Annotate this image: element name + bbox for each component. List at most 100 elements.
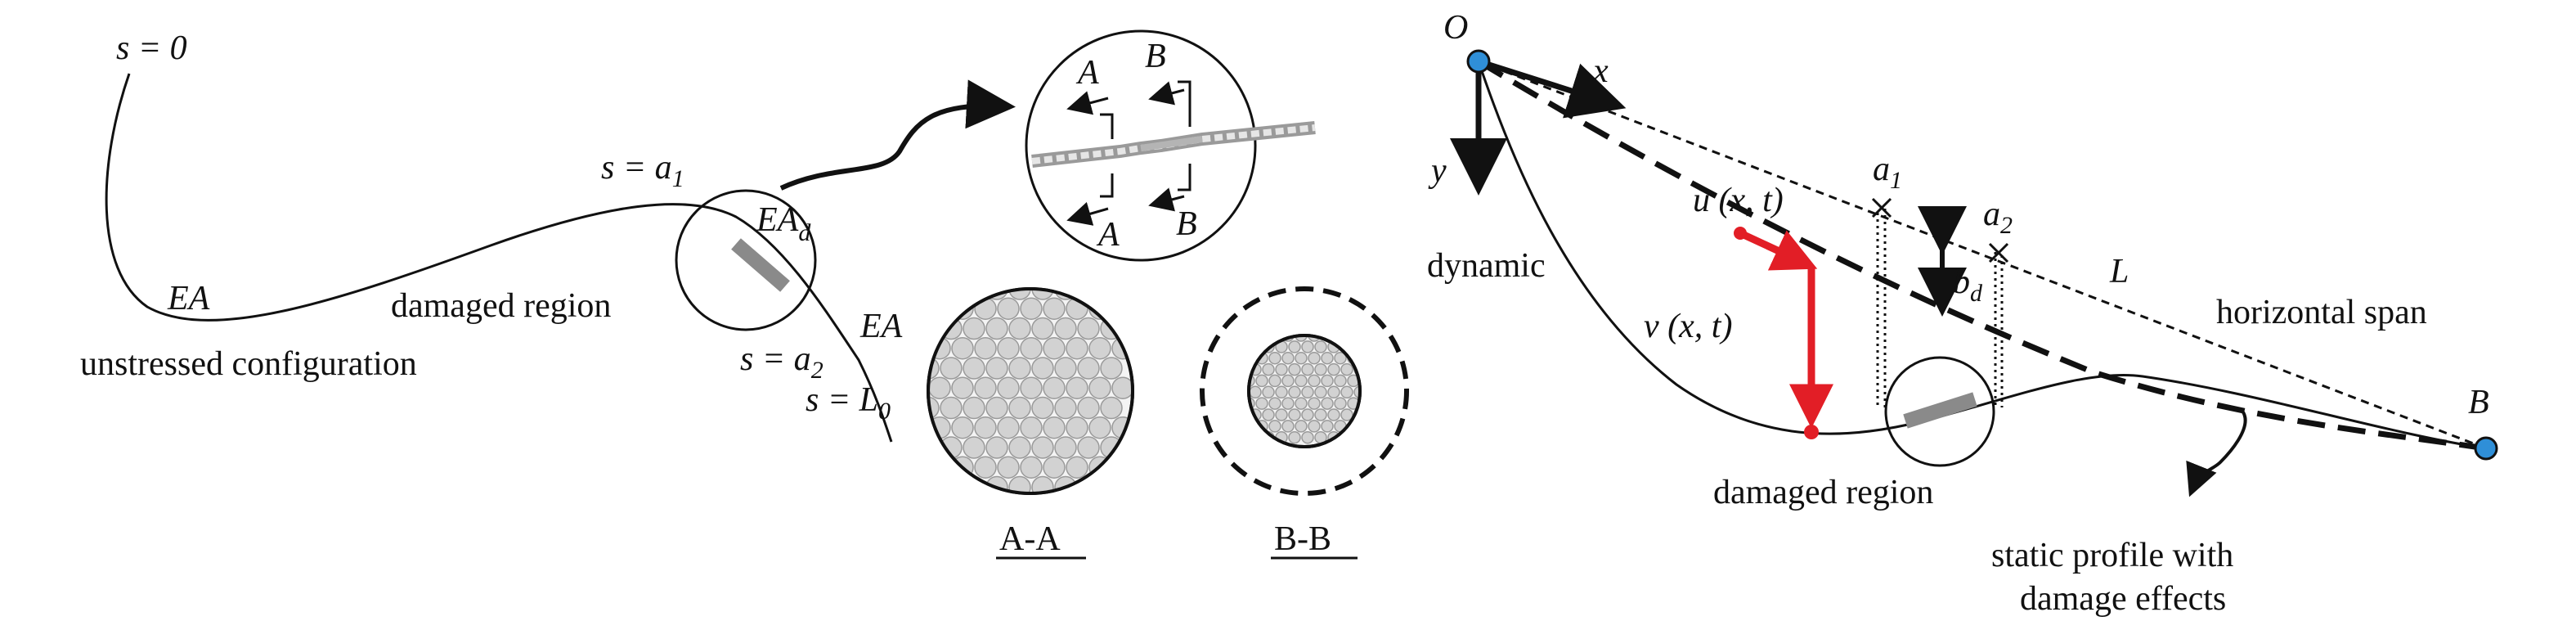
cut-mark-a-icon <box>1066 91 1114 226</box>
wire-strand <box>997 376 1020 399</box>
static-profile-pointer <box>2186 407 2247 497</box>
label-a2: a2 <box>1983 196 2013 239</box>
wire-strand <box>1262 362 1275 376</box>
wire-strand <box>1077 289 1100 300</box>
wire-strand <box>1043 456 1066 479</box>
wire-strand <box>951 376 974 399</box>
wire-strand <box>1314 385 1327 399</box>
wire-strand <box>940 357 963 380</box>
wire-strand <box>1066 456 1088 479</box>
wire-strand <box>1275 362 1288 376</box>
wire-strand <box>928 317 940 340</box>
wire-strand <box>974 336 997 360</box>
label-s0: s = 0 <box>116 29 187 67</box>
wire-strand <box>1353 385 1360 399</box>
wire-strand <box>997 297 1020 320</box>
wire-strand <box>1288 385 1301 399</box>
label-y-axis: y <box>1428 152 1447 190</box>
wire-strand <box>1008 357 1031 380</box>
wire-strand <box>1111 297 1133 320</box>
x-axis-arrow <box>1477 58 1627 119</box>
wire-strand <box>928 297 951 320</box>
wire-strand <box>985 317 1008 340</box>
wire-strand <box>1043 376 1066 399</box>
wire-strand <box>1288 340 1301 353</box>
wire-strand <box>1334 397 1347 410</box>
wire-strand <box>1100 357 1123 380</box>
right-panel: O x y dynamic u (x, t) v (x, t) a1 a2 bd… <box>1427 9 2498 618</box>
wire-strand <box>1321 420 1334 433</box>
dynamic-point-dot <box>1804 425 1819 439</box>
wire-strand <box>928 396 940 420</box>
wire-strand <box>1031 396 1054 420</box>
wire-strand <box>940 475 963 493</box>
wire-strand <box>940 289 963 300</box>
wire-strand <box>1340 362 1353 376</box>
wire-strand <box>1020 297 1043 320</box>
zoom-detail-circle-icon <box>1025 29 1257 262</box>
wire-strand <box>1347 335 1360 342</box>
wire-strand <box>974 456 997 479</box>
wire-strand <box>1334 351 1347 365</box>
wire-strand <box>928 436 940 459</box>
wire-strand <box>1249 385 1262 399</box>
wire-strand <box>1031 317 1054 340</box>
wire-strand <box>1249 340 1262 353</box>
wire-strand <box>985 436 1008 459</box>
wire-strand <box>1111 376 1133 399</box>
wire-strand <box>1008 289 1031 300</box>
wire-strand <box>963 357 985 380</box>
zoomed-wire <box>1031 121 1316 168</box>
label-damaged-region-right: damaged region <box>1713 474 1933 511</box>
left-panel: s = 0 s = a1 EA EAd damaged region unstr… <box>80 29 1409 560</box>
wire-strand <box>1249 351 1255 365</box>
wire-strand <box>1295 374 1308 388</box>
wire-strand <box>928 456 951 479</box>
wire-strand <box>940 396 963 420</box>
wire-strand <box>1308 374 1321 388</box>
wire-strand <box>1268 397 1281 410</box>
label-s-l0: s = L0 <box>806 381 891 425</box>
wire-strand <box>1301 340 1314 353</box>
label-s-a2: s = a2 <box>740 340 824 384</box>
damage-zoom-circle <box>675 189 817 331</box>
cross-mark-a1-icon <box>1871 197 1892 218</box>
wire-strand <box>951 416 974 439</box>
wire-strand <box>997 456 1020 479</box>
intact-boundary-circle <box>1200 286 1409 496</box>
wire-strand <box>1262 408 1275 421</box>
wire-strand <box>1031 357 1054 380</box>
wire-strand <box>1020 376 1043 399</box>
wire-strand <box>1100 289 1123 300</box>
wire-strand <box>1301 362 1314 376</box>
wire-strand <box>1077 317 1100 340</box>
wire-strand <box>1255 397 1268 410</box>
wire-strand <box>1054 436 1077 459</box>
wire-strand <box>1340 408 1353 421</box>
wire-strand <box>1008 436 1031 459</box>
wire-strand <box>928 289 940 300</box>
wire-strand <box>1314 408 1327 421</box>
wire-strand <box>1088 376 1111 399</box>
label-end-b: B <box>2468 384 2489 421</box>
wire-strand <box>1255 335 1268 342</box>
wire-strand <box>1281 397 1295 410</box>
wire-strand <box>1008 317 1031 340</box>
wire-strand <box>1295 351 1308 365</box>
wire-strand <box>1268 374 1281 388</box>
wire-strand <box>1008 396 1031 420</box>
damage-region-circle <box>1884 356 1995 467</box>
wire-strand <box>1308 397 1321 410</box>
wire-strand <box>1043 336 1066 360</box>
damage-bar-right <box>1903 392 1977 429</box>
wire-strand <box>1327 362 1340 376</box>
wire-strand <box>1077 357 1100 380</box>
wire-strand <box>1314 362 1327 376</box>
wire-strand <box>1295 335 1308 342</box>
wire-strand <box>1281 374 1295 388</box>
wire-strand <box>951 336 974 360</box>
u-displacement-arrow <box>1739 229 1818 271</box>
label-u: u (x, t) <box>1693 182 1784 219</box>
label-horizontal-span: horizontal span <box>2216 294 2427 331</box>
